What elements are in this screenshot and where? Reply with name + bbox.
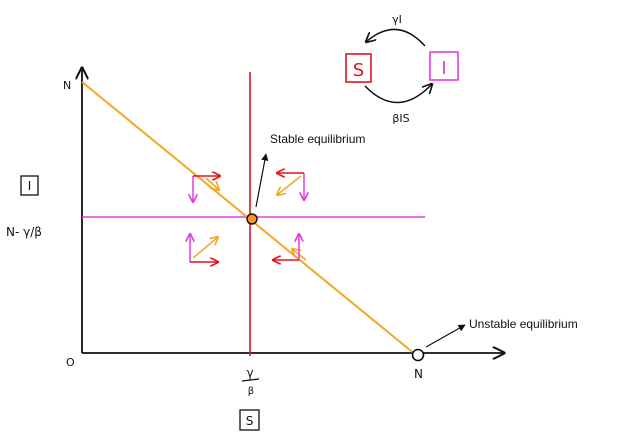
cycle-top-rate: γI: [392, 13, 402, 26]
diagonal-arrow-left: [205, 177, 219, 190]
y-top-label: N: [63, 79, 71, 92]
unstable-equilibrium-point: [411, 348, 425, 362]
y-axis-box-label: I: [28, 179, 32, 193]
origin-label: O: [66, 356, 75, 369]
stable-label: Stable equilibrium: [270, 132, 365, 146]
x-threshold-fraction-bar: [241, 378, 260, 382]
cycle-bottom-rate: βIS: [392, 112, 409, 125]
cycle-s-box: [345, 53, 372, 83]
x-threshold-numerator: γ: [246, 366, 253, 380]
cycle-i-box: [429, 51, 459, 81]
cycle-s-label: S: [353, 60, 364, 81]
unstable-pointer: [425, 324, 466, 348]
stable-equilibrium-point: [246, 213, 258, 225]
unstable-label: Unstable equilibrium: [469, 317, 578, 331]
cycle-i-label: I: [441, 58, 446, 79]
y-threshold-label: N- γ/β: [6, 225, 42, 239]
x-axis-box-label: S: [246, 414, 254, 428]
vector-field-bottom-left: [190, 234, 218, 262]
stable-pointer: [255, 153, 269, 208]
vector-field-top-left: [193, 176, 220, 202]
x-right-label: N: [414, 367, 423, 381]
y-axis-box: [20, 175, 39, 196]
vector-field-top-right: [277, 173, 304, 200]
cycle-top-arrow: [366, 28, 426, 47]
vector-field-bottom-right: [273, 234, 299, 260]
x-threshold-denominator: β: [248, 386, 254, 397]
x-axis-box: [239, 409, 260, 431]
cycle-bottom-arrow: [364, 84, 432, 104]
